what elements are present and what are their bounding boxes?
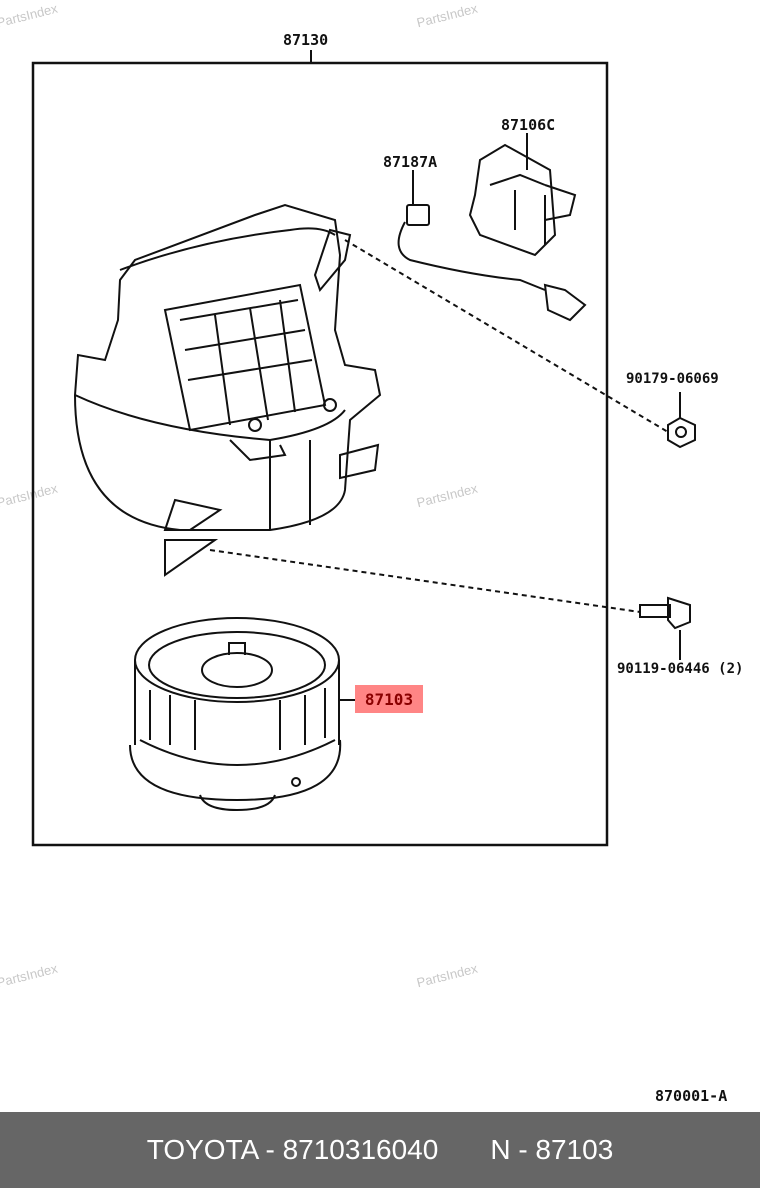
wire-harness <box>397 204 587 322</box>
highlighted-part-label[interactable]: 87103 <box>355 685 423 713</box>
label-assembly: 87130 <box>283 31 329 49</box>
label-part: 90179-06069 <box>626 371 719 387</box>
figure-code: 870001-A <box>655 1087 728 1105</box>
blower-housing <box>73 203 382 577</box>
label-part: 90119-06446 (2) <box>617 661 744 677</box>
parts-diagram <box>31 50 696 847</box>
footer-reference: N - 87103 <box>490 1134 614 1165</box>
resistor <box>468 143 577 257</box>
label-part: 87187A <box>383 153 438 171</box>
nut <box>667 416 696 449</box>
leader-line <box>338 133 681 701</box>
blower-motor <box>129 617 342 812</box>
assembly-box <box>31 61 609 847</box>
bolt <box>639 596 691 630</box>
dashed-leader <box>209 239 669 613</box>
footer-part-number: TOYOTA - 8710316040 <box>146 1134 439 1165</box>
label-part: 87106C <box>501 116 556 134</box>
footer-bar: TOYOTA - 8710316040 N - 87103 <box>0 1112 760 1188</box>
